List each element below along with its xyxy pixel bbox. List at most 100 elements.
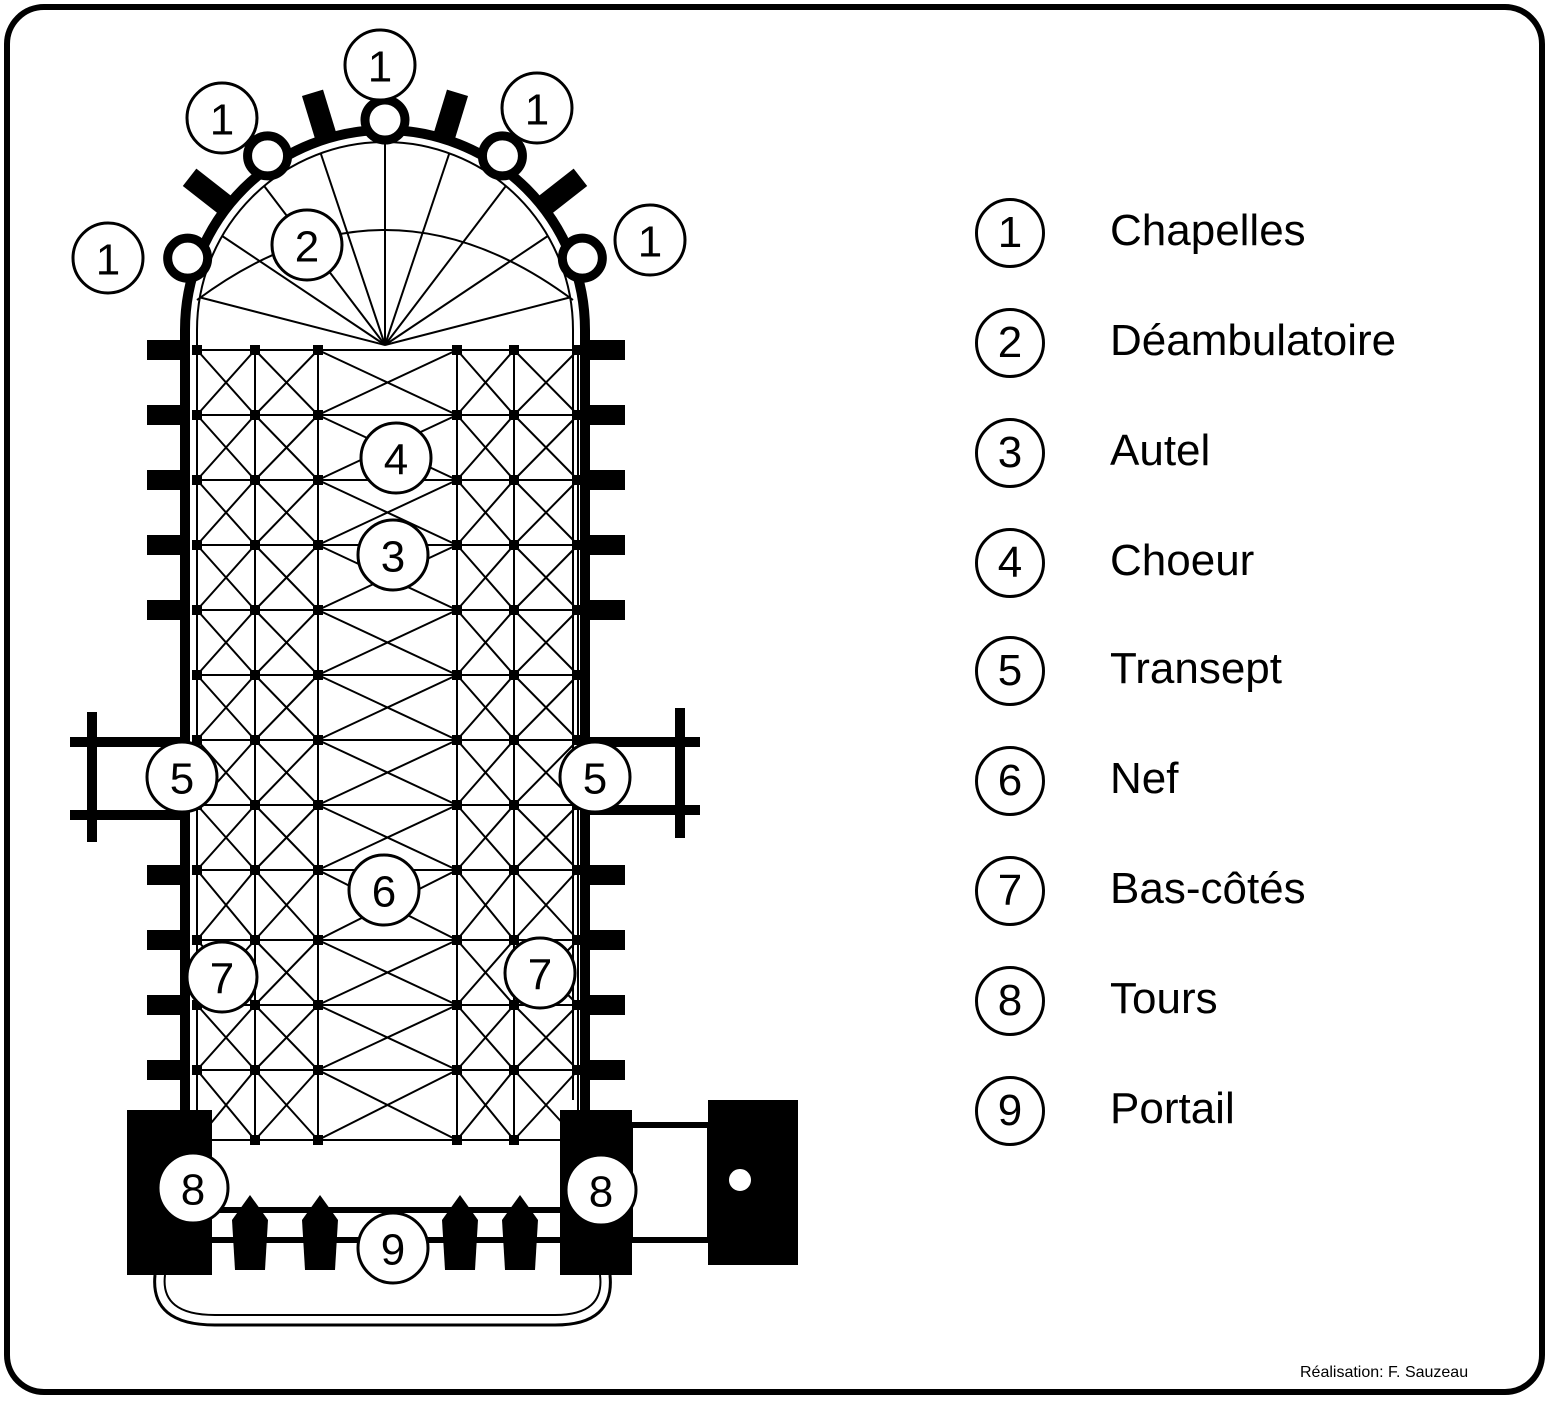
pier [509,735,519,745]
pier [313,670,323,680]
apse-rib [221,235,386,346]
apse-rib [384,235,549,346]
marker-number: 7 [210,955,234,1004]
marker-circle [343,28,417,102]
marker-circle [185,940,259,1014]
diagonal-rib [513,479,579,546]
marker-number: 1 [368,43,392,92]
legend-item-chapelles: 1 Chapelles [975,198,1495,278]
plan-marker-7: 7 [185,940,259,1014]
pier [250,605,260,615]
marker-number: 1 [96,236,120,285]
facade-pier-3 [442,1195,478,1270]
diagonal-rib [254,739,319,806]
plan-marker-1: 1 [343,28,417,102]
diagonal-rib [456,609,515,676]
apse-rib [384,153,451,346]
transept-left-arm [70,712,185,842]
pier [250,410,260,420]
diagonal-rib [456,739,515,806]
pier [452,865,462,875]
plan-marker-1: 1 [613,203,687,277]
apse-rib [319,153,386,346]
plan-marker-8: 8 [564,1153,638,1227]
apse-chapel-2 [243,131,293,181]
pier [313,1065,323,1075]
marker-number: 4 [384,436,408,485]
marker-circle [145,740,219,814]
plan-marker-3: 3 [356,518,430,592]
marker-circle [558,740,632,814]
marker-number: 2 [295,223,319,272]
pier [250,345,260,355]
legend-number: 5 [975,636,1045,706]
pier [452,1065,462,1075]
diagram-frame [4,4,1545,1395]
diagonal-rib [317,609,458,676]
legend-number: 7 [975,856,1045,926]
apse-chapel-4 [477,131,527,181]
pier [452,735,462,745]
pier [509,345,519,355]
diagonal-rib [196,349,256,416]
diagonal-rib [196,674,256,741]
pier [313,935,323,945]
diagonal-rib [196,609,256,676]
diagonal-rib [513,1004,579,1071]
legend-number: 3 [975,418,1045,488]
diagonal-rib [513,544,579,611]
pier [573,475,583,485]
marker-number: 9 [381,1226,405,1275]
plan-marker-5: 5 [145,740,219,814]
legend-number: 8 [975,966,1045,1036]
pier [313,735,323,745]
marker-number: 5 [170,755,194,804]
pier [509,475,519,485]
plan-structure [70,89,798,1327]
pier [192,935,202,945]
marker-number: 7 [528,951,552,1000]
apse-chapel-3 [360,95,410,145]
legend-label: Transept [1110,644,1283,693]
pier [250,1135,260,1145]
legend-number: 4 [975,528,1045,598]
plan-marker-5: 5 [558,740,632,814]
diagonal-rib [513,414,579,481]
marker-number: 6 [372,868,396,917]
pier [509,1000,519,1010]
credit-text: Réalisation: F. Sauzeau [1300,1364,1469,1381]
legend-item-portail: 9 Portail [975,1076,1495,1156]
diagonal-rib [317,674,458,741]
pier [192,865,202,875]
legend-item-tours: 8 Tours [975,966,1495,1046]
pier [573,865,583,875]
pier [452,410,462,420]
legend-item-bas-cotes: 7 Bas-côtés [975,856,1495,936]
pier [313,345,323,355]
pier [313,1000,323,1010]
pier [192,540,202,550]
diagonal-rib [196,479,256,546]
diagonal-rib [254,674,319,741]
pier [573,735,583,745]
legend-number: 2 [975,308,1045,378]
pier [509,800,519,810]
pier [509,670,519,680]
legend-item-nef: 6 Nef [975,746,1495,826]
diagonal-rib [513,674,579,741]
plan-marker-4: 4 [359,421,433,495]
plan-marker-1: 1 [185,81,259,155]
pier [452,1135,462,1145]
pier [573,605,583,615]
marker-circle [156,1151,230,1225]
diagonal-rib [317,939,458,1006]
diagonal-rib [254,1069,319,1141]
marker-circle [500,71,574,145]
diagonal-rib [456,1004,515,1071]
marker-number: 5 [583,755,607,804]
diagonal-rib [317,349,458,416]
legend-item-deambulatoire: 2 Déambulatoire [975,308,1495,388]
plan-marker-7: 7 [503,936,577,1010]
diagonal-rib [317,1004,458,1071]
diagonal-rib [513,869,579,941]
